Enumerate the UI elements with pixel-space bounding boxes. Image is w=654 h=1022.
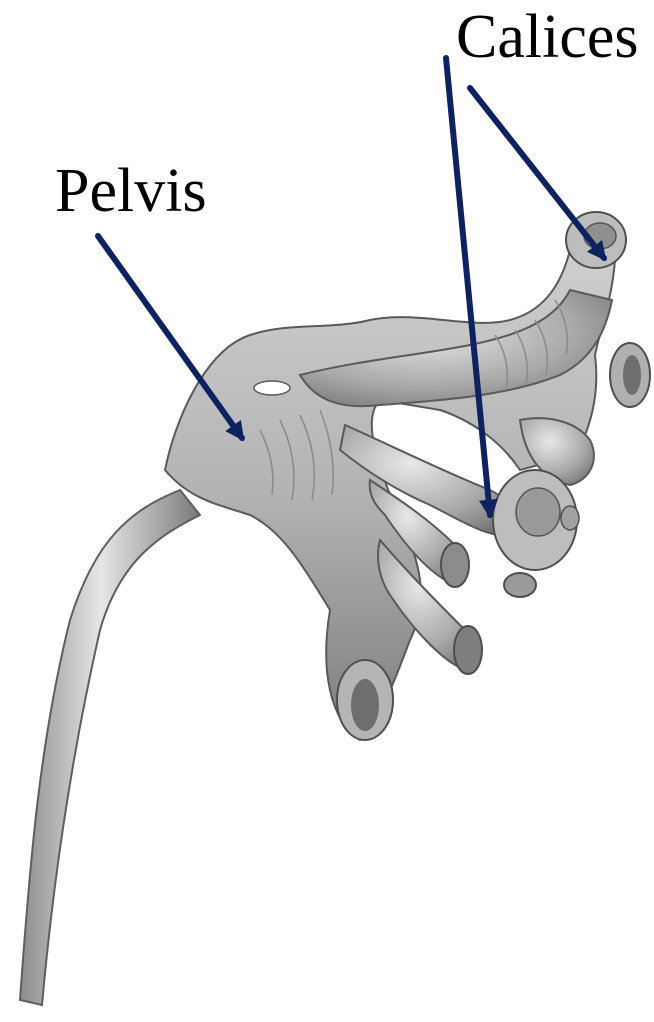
pelvis-label: Pelvis <box>55 160 207 222</box>
ureter <box>20 490 200 1005</box>
bottom-calyx-opening <box>351 679 379 731</box>
middle-calyx-lower-cup <box>504 573 536 597</box>
pelvis-gap <box>254 381 290 395</box>
middle-calyx-side-cup <box>561 506 579 530</box>
calices-label: Calices <box>456 6 639 68</box>
middle-calyx-opening <box>516 488 560 536</box>
right-calyx-opening <box>623 355 641 395</box>
calices-arrow-upper <box>470 88 604 258</box>
lower-calyx-cup <box>454 626 482 674</box>
calices-arrow-lower <box>446 58 490 515</box>
lower-middle-calyx-cup <box>441 543 469 587</box>
pelvis-arrow <box>98 236 242 438</box>
